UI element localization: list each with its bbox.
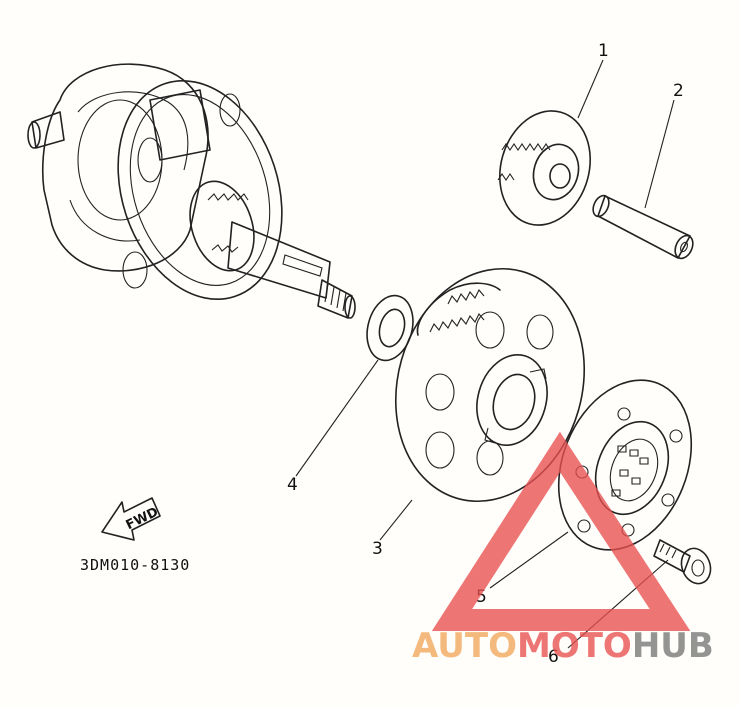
callout-6: 6 — [548, 647, 559, 667]
leader-line-5 — [489, 531, 569, 589]
watermark-moto: MOTO — [517, 626, 632, 666]
watermark-auto: AUTO — [412, 626, 517, 666]
callout-1: 1 — [598, 41, 609, 61]
callout-4: 4 — [287, 475, 298, 495]
watermark-text: AUTOMOTOHUB — [412, 626, 714, 666]
starter-wheel-gear — [379, 267, 586, 541]
starter-clutch — [489, 379, 693, 589]
callout-2: 2 — [673, 81, 684, 101]
crankshaft — [27, 63, 356, 319]
watermark-hub: HUB — [632, 626, 714, 666]
leader-line-1 — [577, 59, 604, 119]
idler-shaft — [592, 99, 694, 260]
warning-triangle-icon — [431, 431, 691, 631]
callout-3: 3 — [372, 539, 383, 559]
automotohub-watermark: AUTOMOTOHUB — [412, 431, 714, 666]
leader-line-3 — [379, 499, 413, 541]
callout-5: 5 — [476, 587, 487, 607]
diagram-code: 3DM010-8130 — [80, 556, 190, 574]
leader-line-4 — [295, 359, 379, 477]
washer — [295, 294, 414, 477]
idler-gear — [497, 59, 604, 226]
forward-arrow-icon: FWD — [101, 497, 161, 541]
leader-line-2 — [644, 99, 675, 209]
